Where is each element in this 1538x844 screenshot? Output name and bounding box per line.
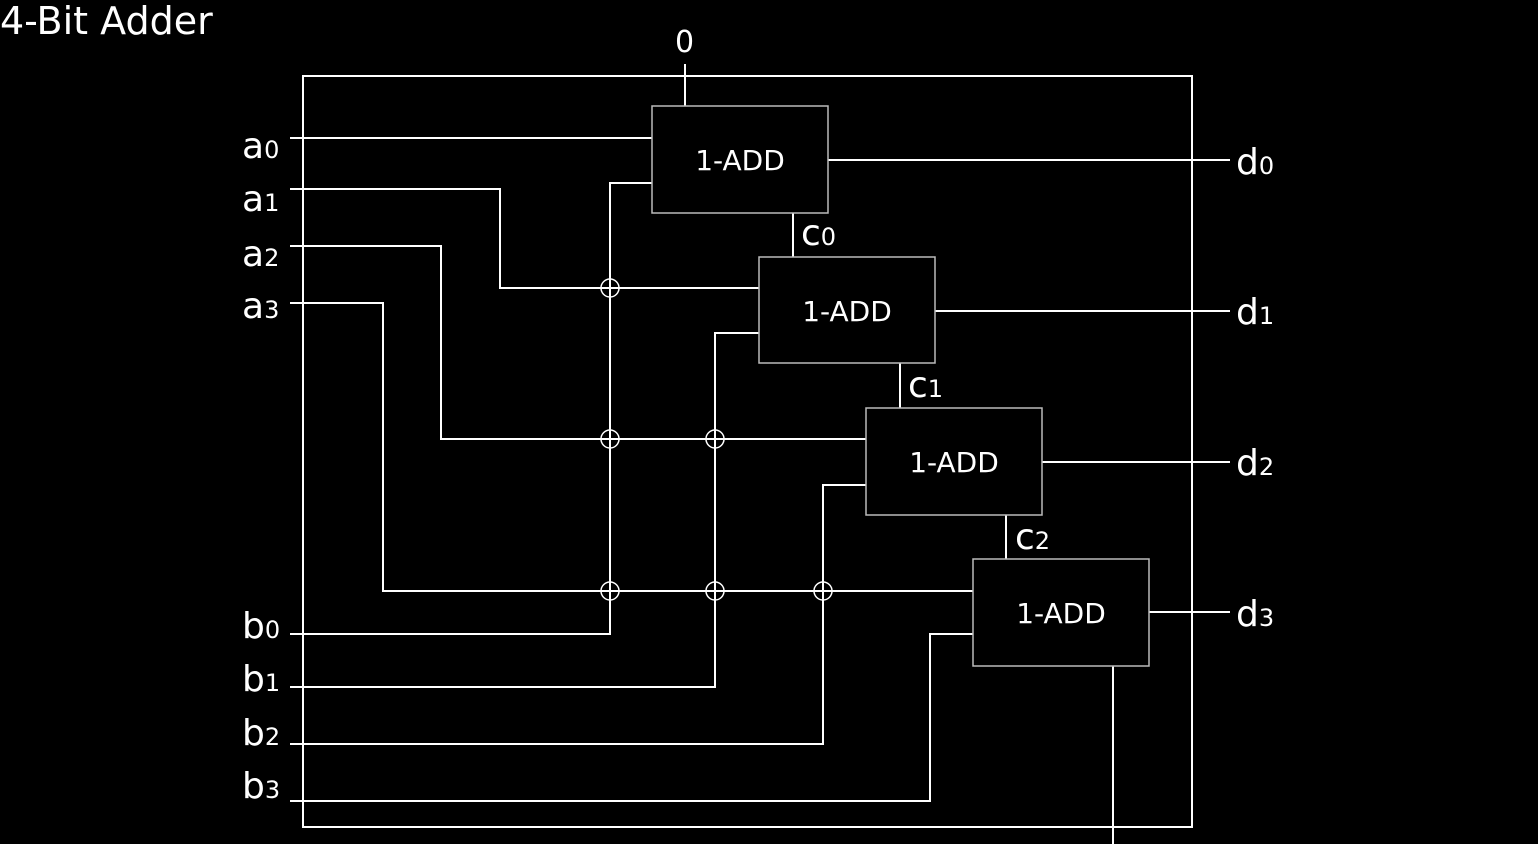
crossing xyxy=(813,581,833,601)
label-a2: a2 xyxy=(242,234,279,275)
wire-a2 xyxy=(290,245,866,440)
label-a3: a3 xyxy=(242,286,279,327)
label-d3: d3 xyxy=(1236,594,1274,635)
crossing xyxy=(705,581,725,601)
a-input-wires xyxy=(290,137,973,592)
crossing xyxy=(600,278,620,298)
wire-b0 xyxy=(290,182,652,635)
wire-a1 xyxy=(290,188,759,289)
adder-block-1: 1-ADD xyxy=(758,256,936,364)
label-b0: b0 xyxy=(242,606,280,647)
crossing xyxy=(600,429,620,449)
adder-label: 1-ADD xyxy=(909,446,999,479)
wire-crossings xyxy=(600,278,833,601)
adder-enclosure xyxy=(302,75,1193,828)
crossing xyxy=(705,429,725,449)
adder-block-2: 1-ADD xyxy=(865,407,1043,516)
label-a0: a0 xyxy=(242,126,279,167)
label-a1: a1 xyxy=(242,179,279,220)
adder-block-0: 1-ADD xyxy=(651,105,829,214)
label-d2: d2 xyxy=(1236,443,1274,484)
carry-in-label: 0 xyxy=(675,25,694,60)
label-b2: b2 xyxy=(242,713,280,754)
diagram-title: 4-Bit Adder xyxy=(0,0,213,43)
label-c2: c2 xyxy=(1015,517,1050,558)
label-d1: d1 xyxy=(1236,292,1274,333)
d-output-wires xyxy=(828,159,1230,613)
label-c0: c0 xyxy=(801,213,836,254)
wire-a3 xyxy=(290,302,973,592)
b-input-wires xyxy=(290,182,973,802)
label-b1: b1 xyxy=(242,659,280,700)
wire-b2 xyxy=(290,484,866,745)
label-c1: c1 xyxy=(908,365,943,406)
adder-label: 1-ADD xyxy=(695,144,785,177)
adder-label: 1-ADD xyxy=(802,295,892,328)
label-b3: b3 xyxy=(242,766,280,807)
adder-block-3: 1-ADD xyxy=(972,558,1150,667)
crossing xyxy=(600,581,620,601)
label-d0: d0 xyxy=(1236,142,1274,183)
wire-b3 xyxy=(290,633,973,802)
adder-label: 1-ADD xyxy=(1016,597,1106,630)
wire-b1 xyxy=(290,332,759,688)
